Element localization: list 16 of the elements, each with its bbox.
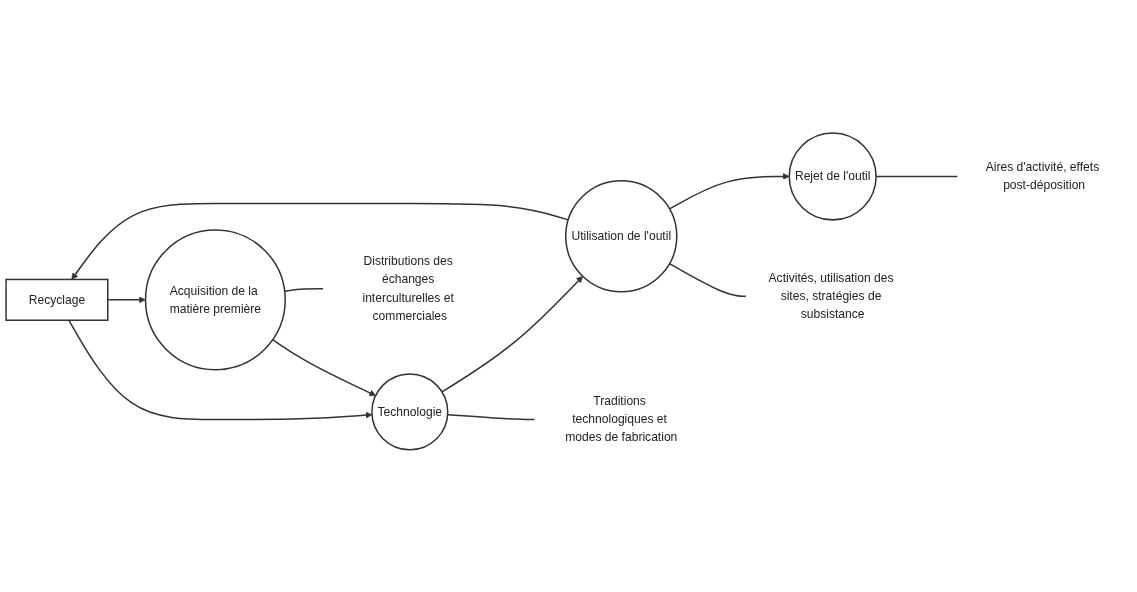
- node-text: Traditions technologiques et modes de fabrication: [565, 395, 678, 445]
- arrow: [68, 319, 373, 421]
- arrow: [71, 203, 569, 281]
- connector: [668, 263, 747, 298]
- arrow: [107, 297, 146, 304]
- node-circle: Technologie: [371, 373, 449, 452]
- node-text: Aires d'activité, effets post-déposition: [985, 161, 1100, 193]
- node-text: Distributions des échanges interculturelles et commerciales: [362, 255, 454, 323]
- node-circle: Utilisation de l'outil: [565, 180, 678, 294]
- node-text: Activités, utilisation des sites, stratégies de subsistance: [768, 271, 894, 321]
- node-circle: Acquisition de la matière première: [144, 229, 286, 371]
- arrow: [668, 173, 790, 211]
- arrow: [272, 339, 376, 397]
- node-box: Recyclage: [5, 279, 109, 322]
- arrow: [441, 276, 584, 394]
- node-circle: Rejet de l'outil: [788, 132, 877, 222]
